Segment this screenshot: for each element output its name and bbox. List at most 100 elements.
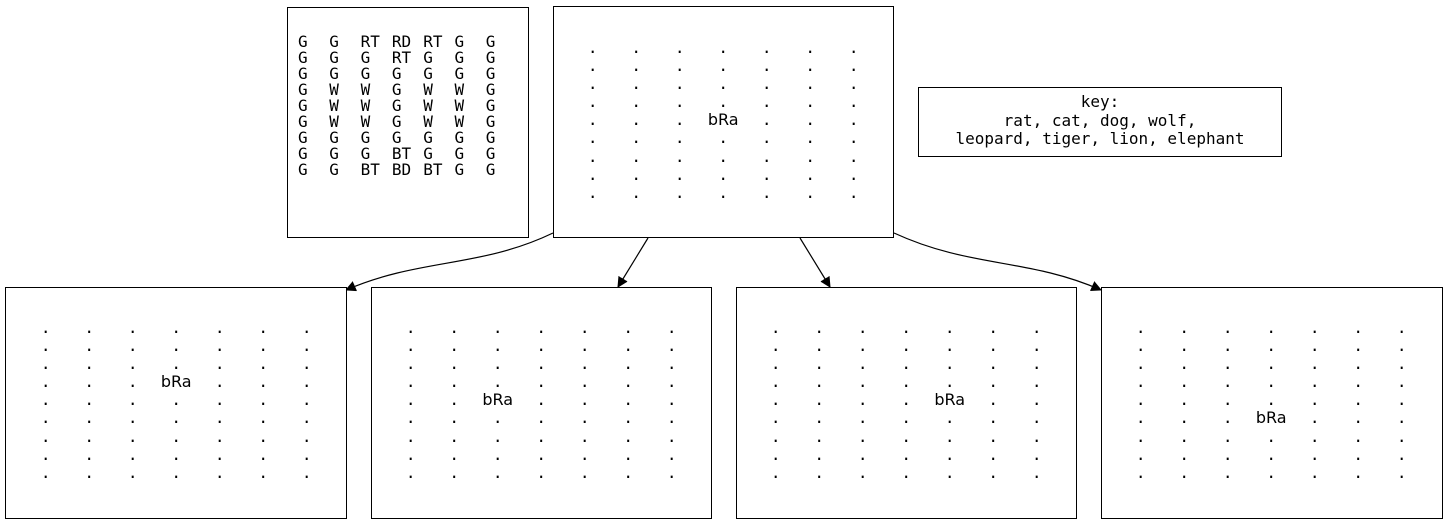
board-empty-cell: . [848,74,859,94]
board-empty-cell: . [1353,372,1364,392]
grid-cell: W [423,80,433,99]
grid-cell: W [360,80,371,99]
board-empty-cell: . [40,462,51,482]
board-empty-cell: . [214,336,225,356]
board-empty-cell: . [674,110,685,130]
board-empty-cell: . [1266,372,1277,392]
grid-cell: G [391,64,402,83]
board-empty-cell: . [84,372,95,392]
grid-cell: G [454,48,465,67]
board-empty-cell: . [988,390,999,410]
board-empty-cell: . [814,318,825,337]
grid-cell: G [423,64,433,83]
board-empty-cell: . [857,336,868,356]
grid-cell: W [454,96,465,115]
root-board-node: ...............................bRa......… [553,6,894,238]
board-empty-cell: . [718,182,729,202]
board-empty-cell: . [1135,408,1146,428]
board-row: ....... [1119,337,1424,355]
board-empty-cell: . [623,462,634,482]
board-empty-cell: . [492,408,503,428]
key-line-1: rat, cat, dog, wolf, [1003,110,1197,130]
board-empty-cell: . [536,462,547,482]
board-row: ..bRa.... [389,391,694,409]
child-board-grid-2: ..............................bRa.......… [389,318,694,482]
board-empty-cell: . [405,354,416,374]
board-row: ....... [754,373,1059,391]
grid-cell: G [485,96,496,115]
board-empty-cell: . [988,372,999,392]
board-empty-cell: . [449,336,460,356]
board-empty-cell: . [1179,336,1190,356]
board-empty-cell: . [718,92,729,112]
board-empty-cell: . [587,38,598,57]
board-empty-cell: . [848,38,859,57]
grid-cell: G [391,112,402,131]
board-empty-cell: . [631,38,642,57]
board-empty-cell: . [901,354,912,374]
board-empty-cell: . [1309,390,1320,410]
board-empty-cell: . [761,164,772,184]
board-empty-cell: . [857,354,868,374]
board-empty-cell: . [666,444,677,464]
board-empty-cell: . [1031,426,1042,446]
board-empty-cell: . [631,56,642,76]
board-empty-cell: . [1353,354,1364,374]
board-row: ....... [571,57,876,75]
board-empty-cell: . [1222,318,1233,337]
board-empty-cell: . [214,354,225,374]
board-empty-cell: . [1353,336,1364,356]
board-empty-cell: . [1135,372,1146,392]
board-empty-cell: . [631,74,642,94]
board-empty-cell: . [944,318,955,337]
board-empty-cell: . [84,408,95,428]
board-empty-cell: . [405,444,416,464]
board-empty-cell: . [988,462,999,482]
board-empty-cell: . [901,462,912,482]
board-empty-cell: . [405,408,416,428]
grid-cell: G [329,128,339,147]
board-empty-cell: . [1266,426,1277,446]
grid-cell: G [454,128,465,147]
board-empty-cell: . [1353,390,1364,410]
board-empty-cell: . [814,336,825,356]
board-empty-cell: . [449,354,460,374]
board-row: ....... [1119,355,1424,373]
board-empty-cell: . [1222,408,1233,428]
board-empty-cell: . [405,462,416,482]
grid-cell: G [298,32,308,51]
board-empty-cell: . [1135,426,1146,446]
board-empty-cell: . [1135,318,1146,337]
board-empty-cell: . [666,462,677,482]
board-empty-cell: . [214,372,225,392]
grid-cell: G [329,48,339,67]
board-empty-cell: . [579,390,590,410]
board-empty-cell: . [536,354,547,374]
board-empty-cell: . [805,56,816,76]
board-empty-cell: . [805,92,816,112]
board-empty-cell: . [84,462,95,482]
edge-to-child-3 [799,237,831,288]
board-row: ....... [754,426,1059,446]
board-empty-cell: . [848,92,859,112]
board-empty-cell: . [301,408,312,428]
board-empty-cell: . [1396,462,1407,482]
board-empty-cell: . [579,318,590,337]
board-row: ....... [389,337,694,355]
board-empty-cell: . [127,372,138,392]
board-empty-cell: . [1396,426,1407,446]
board-empty-cell: . [214,462,225,482]
board-empty-cell: . [258,318,269,337]
grid-cell: G [298,128,308,147]
board-empty-cell: . [301,426,312,446]
board-empty-cell: . [127,390,138,410]
board-empty-cell: . [579,444,590,464]
grid-cell: G [485,32,496,51]
board-empty-cell: . [761,74,772,94]
board-empty-cell: . [258,426,269,446]
board-row: ....... [754,355,1059,373]
board-empty-cell: . [944,462,955,482]
child-board-node-1: ........................bRa.............… [5,287,347,519]
